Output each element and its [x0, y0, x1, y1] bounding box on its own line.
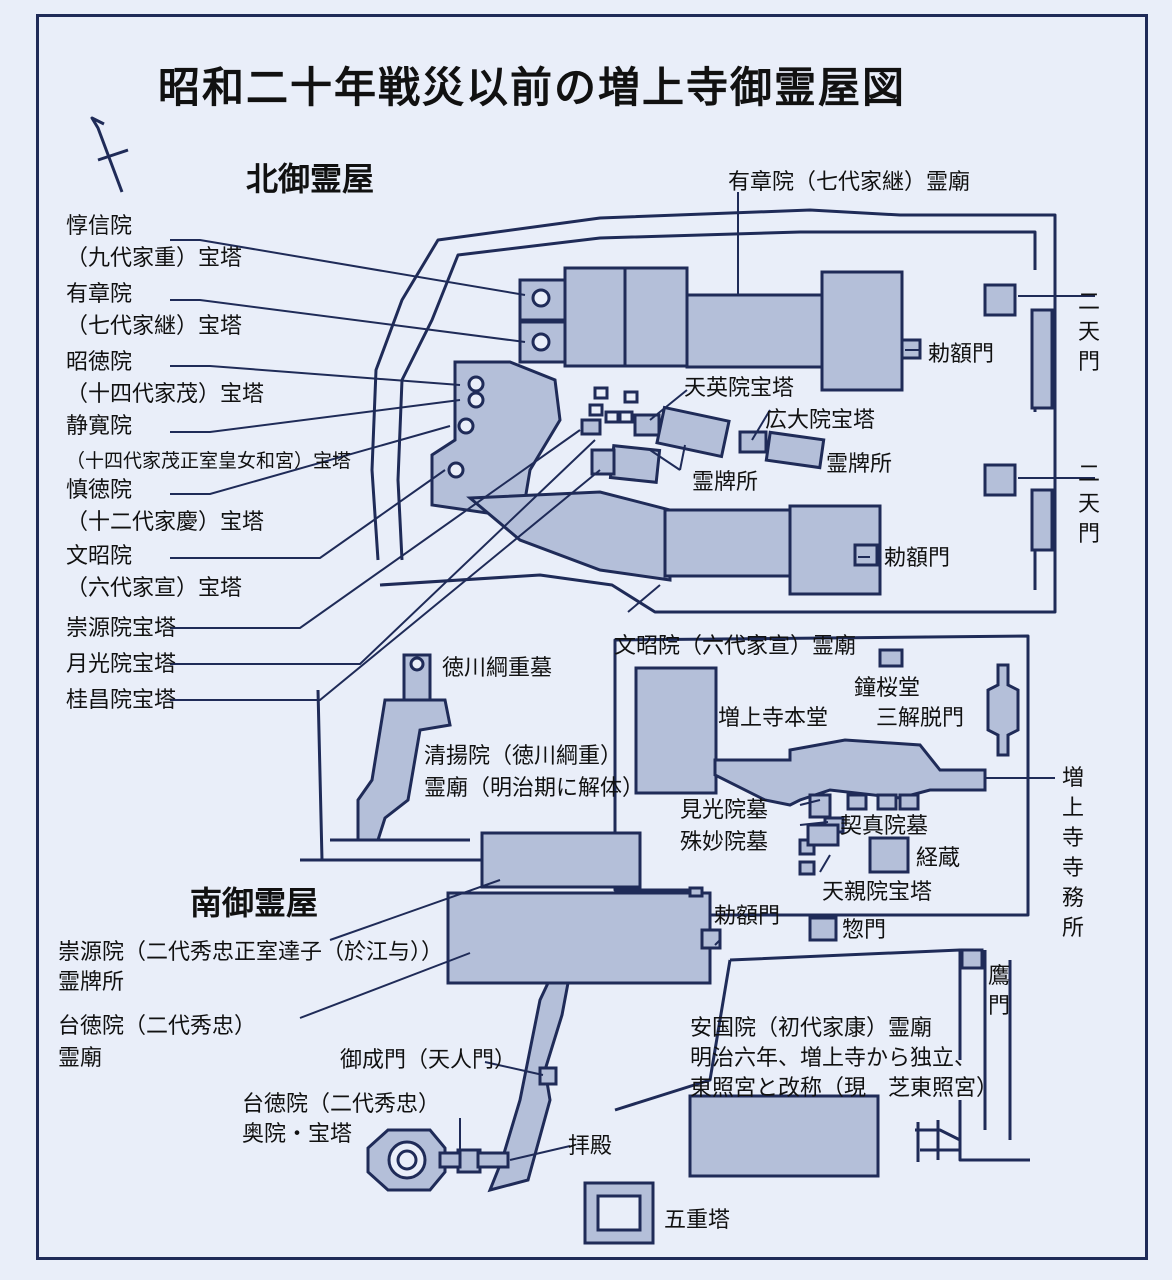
label-taitokuin-2: 霊廟 [58, 1046, 103, 1071]
tsunashige-grave [402, 653, 432, 709]
label-shotokuin: 昭徳院 [66, 350, 133, 375]
label-ankokuin-1: 安国院（初代家康）霊廟 [690, 1016, 933, 1041]
kyozo [806, 823, 840, 847]
label-kyozo: 経蔵 [916, 846, 961, 871]
label-yushoin-sub: （七代家継）宝塔 [66, 314, 243, 339]
onarimon [538, 1066, 558, 1086]
label-ankokuin-2: 明治六年、増上寺から独立、 [690, 1046, 977, 1071]
label-taitokuin: 台徳院（二代秀忠） [58, 1014, 257, 1039]
label-sugenin-reihaisho: 崇源院（二代秀忠正室達子（於江与）） [58, 940, 444, 965]
approach-path [487, 981, 570, 1193]
label-reihaisho-right: 霊牌所 [826, 452, 893, 477]
label-yushoin: 有章院 [66, 282, 133, 307]
label-takamon: 鷹門 [987, 964, 1010, 1019]
label-bunshoin-sub: （六代家宣）宝塔 [66, 576, 243, 601]
label-nitenmon-2: 二天門 [1077, 462, 1100, 547]
label-onarimon: 御成門（天人門） [340, 1048, 517, 1073]
south-area-heading: 南御霊屋 [190, 884, 319, 922]
label-shotokuin-sub: （十四代家茂）宝塔 [66, 382, 265, 407]
yushoin-honden [820, 270, 904, 392]
sangedatsumon-path [713, 738, 987, 807]
label-chokugakumon-3: 勅額門 [714, 904, 781, 929]
label-chokugakumon-1: 勅額門 [928, 342, 995, 367]
north-arrow-icon [90, 116, 129, 193]
label-somon: 惣門 [842, 918, 887, 943]
label-tenshinin: 天親院宝塔 [822, 880, 933, 905]
label-sugenin: 崇源院宝塔 [66, 616, 177, 641]
label-hondo: 増上寺本堂 [718, 706, 829, 731]
hondo [634, 666, 718, 795]
label-haiden: 拝殿 [568, 1134, 613, 1159]
north-inner-wall [396, 230, 1037, 561]
label-ankokuin-3: 東照宮と改称（現 芝東照宮） [690, 1076, 999, 1101]
label-kodai: 広大院宝塔 [765, 408, 876, 433]
ankokuin-reibyo [688, 1094, 880, 1178]
label-reihaisho: 霊牌所 [692, 470, 759, 495]
label-tenei: 天英院宝塔 [684, 376, 795, 401]
label-keishinin: 契真院墓 [840, 814, 929, 839]
label-tsunashige-grave: 徳川綱重墓 [442, 656, 553, 681]
label-chokugakumon-2: 勅額門 [884, 546, 951, 571]
label-seikanin: 静寛院 [66, 414, 133, 439]
label-junshinin: 惇信院 [66, 214, 133, 239]
label-shintokuin-sub: （十二代家慶）宝塔 [66, 510, 265, 535]
north-precinct-wall [370, 208, 1057, 614]
map-title: 昭和二十年戦災以前の増上寺御霊屋図 [158, 63, 907, 112]
label-nitenmon-1: 二天門 [1077, 290, 1100, 375]
label-keishoin: 桂昌院宝塔 [66, 688, 177, 713]
label-junshinin-sub: （九代家重）宝塔 [66, 246, 243, 271]
seiyoin-block [356, 698, 452, 842]
somon [808, 916, 838, 942]
sugenin-reihaisho [480, 831, 642, 889]
label-taitokuin-okuin: 台徳院（二代秀忠） [242, 1092, 441, 1117]
taitokuin-reibyo [446, 891, 712, 985]
label-shintokuin: 慎徳院 [66, 478, 133, 503]
label-gekkoin: 月光院宝塔 [66, 652, 177, 677]
nitenmon-south [983, 463, 1017, 497]
label-seiyoin-2: 霊廟（明治期に解体） [424, 776, 645, 801]
label-taitokuin-okuin-2: 奥院・宝塔 [242, 1122, 353, 1147]
label-sangedatsumon: 三解脱門 [876, 706, 965, 731]
bunshoin-honden [663, 508, 797, 578]
label-yushoin-mausoleum: 有章院（七代家継）霊廟 [728, 170, 971, 195]
label-shumyoin: 殊妙院墓 [680, 830, 769, 855]
tenei-tomb [633, 413, 661, 437]
label-bunshoin-mausoleum: 文昭院（六代家宣）霊廟 [614, 634, 857, 659]
nitenmon-north [983, 283, 1017, 317]
label-kenkoin: 見光院墓 [680, 798, 769, 823]
label-sugenin-reihaisho-2: 霊牌所 [58, 970, 125, 995]
label-seikanin-sub: （十四代家茂正室皇女和宮）宝塔 [66, 450, 352, 472]
label-gojunoto: 五重塔 [664, 1208, 731, 1233]
north-area-heading: 北御霊屋 [246, 160, 375, 198]
label-jimusho: 増上寺寺務所 [1061, 766, 1084, 941]
label-seiyoin: 清揚院（徳川綱重） [424, 744, 623, 769]
map-frame [36, 14, 1148, 1260]
label-shoro: 鐘桜堂 [854, 676, 921, 701]
south-precinct-wall [614, 948, 1030, 1162]
label-bunshoin: 文昭院 [66, 544, 133, 569]
